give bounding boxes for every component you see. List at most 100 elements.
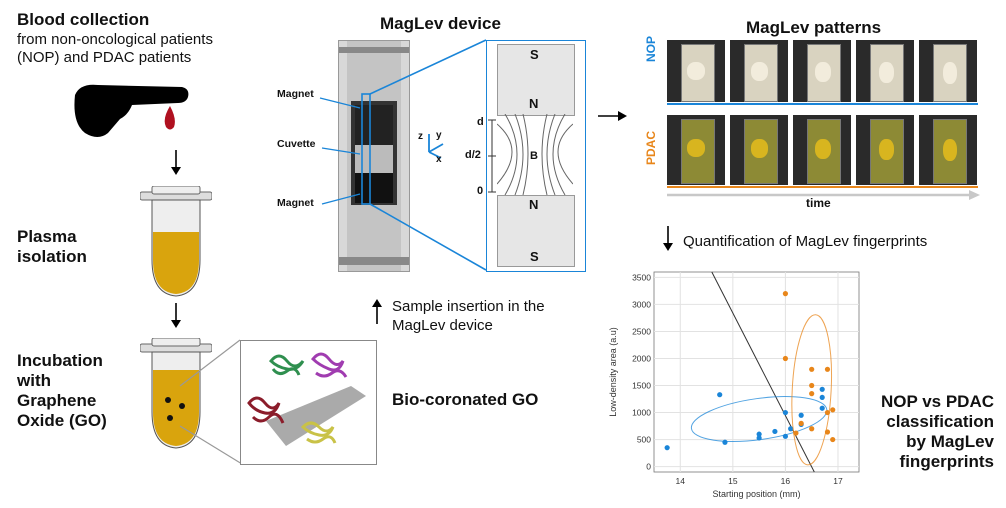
data-point — [830, 436, 836, 443]
decision-boundary-line — [711, 271, 815, 473]
maglev-device-title: MagLev device — [380, 14, 501, 33]
incubation-line2: with — [17, 371, 51, 390]
nop-row-text: NOP — [644, 35, 658, 62]
pole-s-top: S — [530, 47, 539, 62]
y-tick-label: 3000 — [632, 299, 651, 309]
levitated-sample-blob — [943, 62, 957, 84]
y-tick-label: 1500 — [632, 381, 651, 391]
label-d-half: d/2 — [465, 149, 481, 161]
magnetic-field-lines — [497, 114, 573, 195]
data-point — [824, 366, 831, 372]
b-field-label: B — [530, 150, 538, 162]
plot-area — [653, 271, 860, 473]
height-scale-bar — [488, 119, 496, 193]
incubation-line4: Oxide (GO) — [17, 411, 107, 430]
right-arrow — [598, 111, 627, 121]
data-point — [782, 355, 789, 362]
pole-s-bottom: S — [530, 249, 539, 264]
classification-line4: fingerprints — [899, 452, 994, 471]
data-point — [798, 412, 804, 418]
magnet-top-label: Magnet — [277, 88, 314, 100]
down-arrow-3 — [663, 226, 673, 251]
data-point — [756, 435, 762, 441]
data-point — [809, 382, 815, 389]
data-point — [824, 409, 831, 416]
axis-y: y — [436, 130, 442, 141]
bottom-magnet — [497, 195, 575, 267]
cuvette-photo — [793, 40, 851, 102]
hand-finger-icon — [74, 84, 189, 137]
data-point — [809, 426, 815, 432]
pole-n-top: N — [529, 96, 539, 111]
pdac-underline — [667, 186, 978, 188]
go-zoom-lines — [179, 339, 243, 465]
cuvette-photo — [919, 115, 977, 185]
sample-insertion-line1: Sample insertion in the — [392, 298, 545, 315]
cuvette-photo — [919, 40, 977, 102]
classification-line1: NOP vs PDAC — [880, 392, 994, 411]
up-arrow — [372, 299, 382, 324]
top-magnet — [497, 44, 575, 116]
incubation-line3: Graphene — [17, 391, 97, 410]
protein-icons — [247, 352, 348, 444]
data-point — [819, 386, 825, 392]
confidence-ellipse — [791, 314, 833, 466]
down-arrow-2 — [171, 303, 181, 328]
blood-collection-title: Blood collection — [17, 10, 150, 29]
levitated-sample-blob — [879, 139, 894, 160]
data-point — [819, 394, 825, 401]
label-0: 0 — [477, 185, 484, 197]
pole-n-bottom: N — [529, 197, 539, 212]
axis-z: z — [418, 131, 423, 142]
y-tick-label: 500 — [637, 435, 651, 445]
cuvette-photo — [856, 115, 914, 185]
cuvette-label: Cuvette — [277, 138, 316, 150]
classification-line3: by MagLev — [906, 432, 994, 451]
data-point — [809, 366, 815, 372]
plasma-line2: isolation — [17, 247, 87, 266]
levitated-sample-blob — [687, 139, 705, 157]
graphene-oxide-sheet-icon — [247, 352, 366, 446]
cuvette-photo — [730, 115, 788, 185]
levitated-sample-blob — [751, 62, 768, 81]
levitated-sample-blob — [815, 62, 831, 82]
blood-collection-line2: (NOP) and PDAC patients — [17, 49, 192, 66]
data-point — [824, 429, 831, 435]
levitated-sample-blob — [943, 139, 957, 161]
y-tick-label: 2000 — [632, 353, 651, 363]
data-point — [756, 431, 762, 437]
classification-line2: classification — [886, 412, 994, 431]
cuvette-photo — [667, 115, 725, 185]
axis-x: x — [436, 154, 442, 165]
cuvette-photo — [730, 40, 788, 102]
data-point — [782, 409, 789, 416]
cuvette-photo — [667, 40, 725, 102]
y-tick-label: 1000 — [632, 408, 651, 418]
data-point — [722, 439, 728, 445]
device-leader-lines — [319, 39, 487, 271]
y-tick-label: 0 — [646, 462, 651, 472]
data-point — [830, 407, 836, 413]
plasma-tube-icon — [140, 186, 212, 297]
data-point — [782, 291, 789, 297]
data-point — [809, 391, 815, 397]
levitated-sample-blob — [751, 139, 768, 158]
cuvette-photo — [856, 40, 914, 102]
data-point — [772, 428, 778, 435]
sample-insertion-line2: MagLev device — [392, 317, 493, 334]
x-tick-label: 17 — [833, 476, 843, 486]
y-tick-label: 2500 — [632, 326, 651, 336]
levitated-sample-blob — [879, 62, 894, 83]
x-axis-label: Starting position (mm) — [712, 489, 800, 499]
levitated-sample-blob — [687, 62, 705, 80]
levitated-sample-blob — [815, 139, 831, 159]
blood-collection-line1: from non-oncological patients — [17, 31, 213, 48]
data-point — [798, 420, 804, 426]
blood-drop-icon — [164, 106, 175, 130]
y-tick-label: 3500 — [632, 272, 651, 282]
nop-row-label: NOP — [644, 36, 658, 62]
x-tick-label: 15 — [728, 476, 738, 486]
down-arrow-1 — [171, 150, 181, 175]
incubation-line1: Incubation — [17, 351, 103, 370]
data-point — [664, 445, 670, 451]
